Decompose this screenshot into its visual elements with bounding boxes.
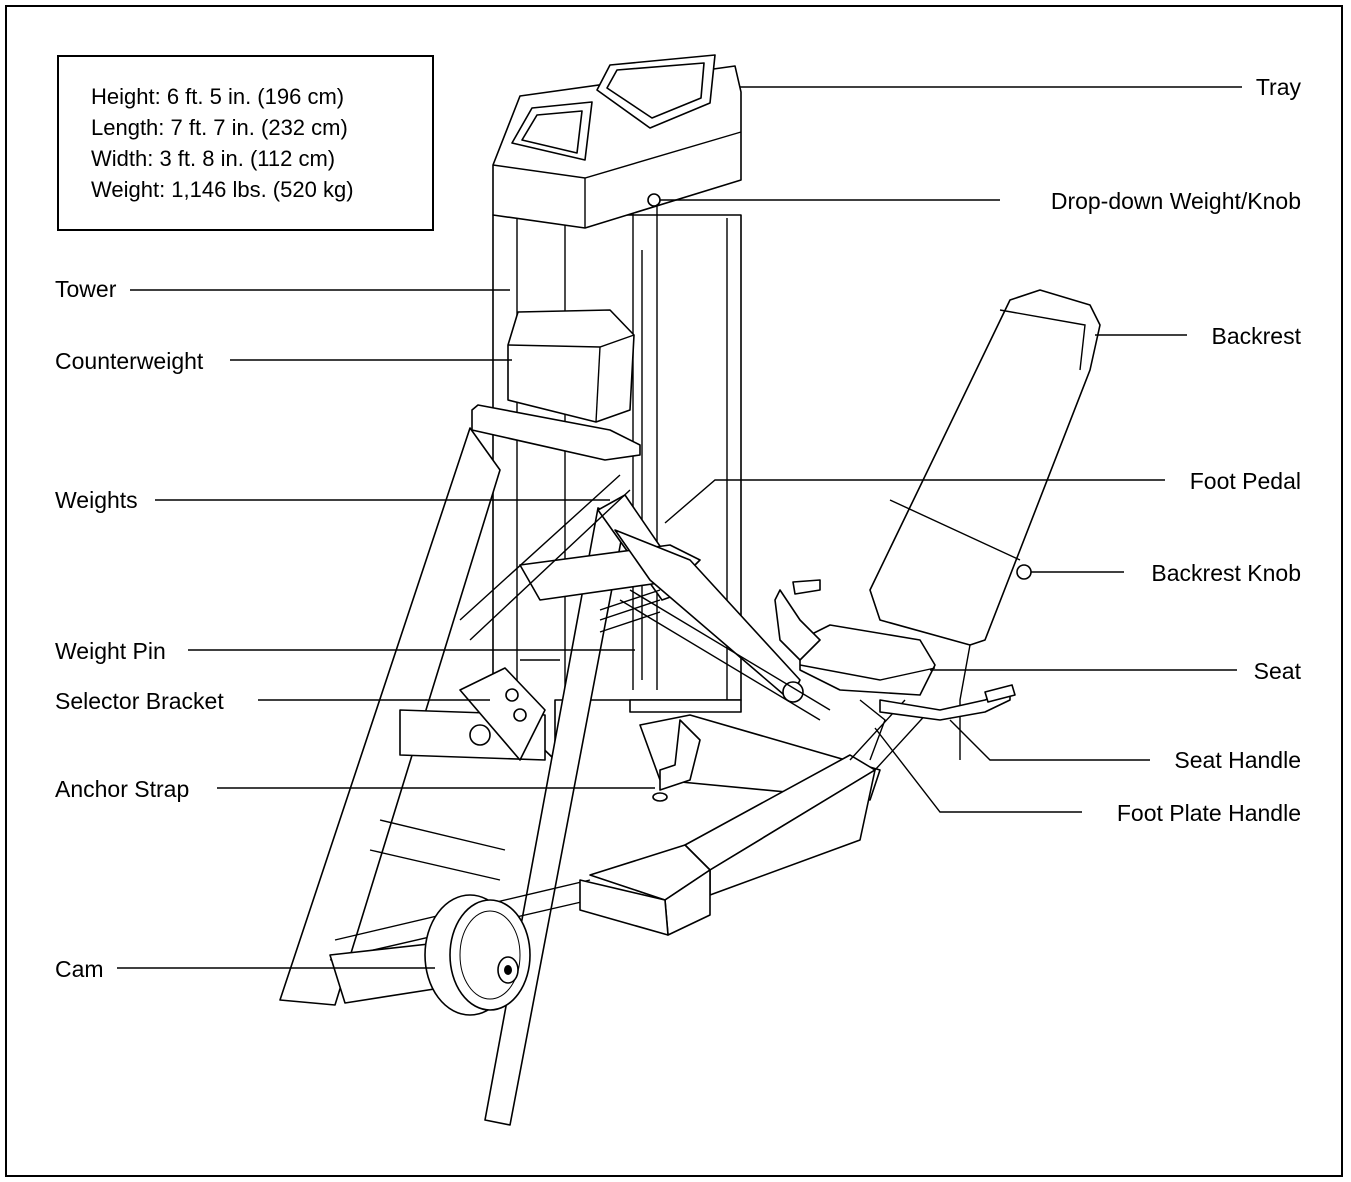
- diagram-frame: [5, 5, 1343, 1177]
- spec-height: Height: 6 ft. 5 in. (196 cm): [91, 84, 345, 109]
- label-backrest-knob: Backrest Knob: [1151, 560, 1301, 586]
- label-tower: Tower: [55, 276, 117, 302]
- spec-width: Width: 3 ft. 8 in. (112 cm): [91, 146, 336, 171]
- label-tray: Tray: [1255, 74, 1301, 100]
- specifications-box: Height: 6 ft. 5 in. (196 cm) Length: 7 f…: [57, 55, 434, 231]
- backrest-drawing: [869, 289, 1101, 760]
- label-foot-plate-handle: Foot Plate Handle: [1116, 800, 1301, 826]
- tray-drawing: [492, 54, 742, 229]
- spec-length: Length: 7 ft. 7 in. (232 cm): [91, 115, 348, 140]
- label-weights: Weights: [55, 487, 138, 513]
- base-drawing: [579, 699, 931, 936]
- label-weight-pin: Weight Pin: [55, 638, 166, 664]
- label-seat: Seat: [1253, 658, 1301, 684]
- spec-weight: Weight: 1,146 lbs. (520 kg): [91, 177, 354, 202]
- label-counterweight: Counterweight: [55, 348, 204, 374]
- label-seat-handle: Seat Handle: [1174, 747, 1301, 773]
- cam-drawing: [424, 894, 531, 1016]
- label-selector-bracket: Selector Bracket: [55, 688, 224, 714]
- label-cam: Cam: [55, 956, 104, 982]
- label-foot-pedal: Foot Pedal: [1189, 468, 1301, 494]
- counterweight-drawing: [507, 309, 635, 423]
- foot-pedal-drawing: [614, 529, 831, 721]
- seat-drawing: [774, 579, 1016, 761]
- label-backrest: Backrest: [1211, 323, 1301, 349]
- tower-drawing: [492, 190, 742, 761]
- label-anchor-strap: Anchor Strap: [55, 776, 190, 802]
- label-drop-down-weight-knob: Drop-down Weight/Knob: [1050, 188, 1301, 214]
- frame-drawing: [279, 404, 691, 1126]
- leader-lines: [117, 86, 1242, 969]
